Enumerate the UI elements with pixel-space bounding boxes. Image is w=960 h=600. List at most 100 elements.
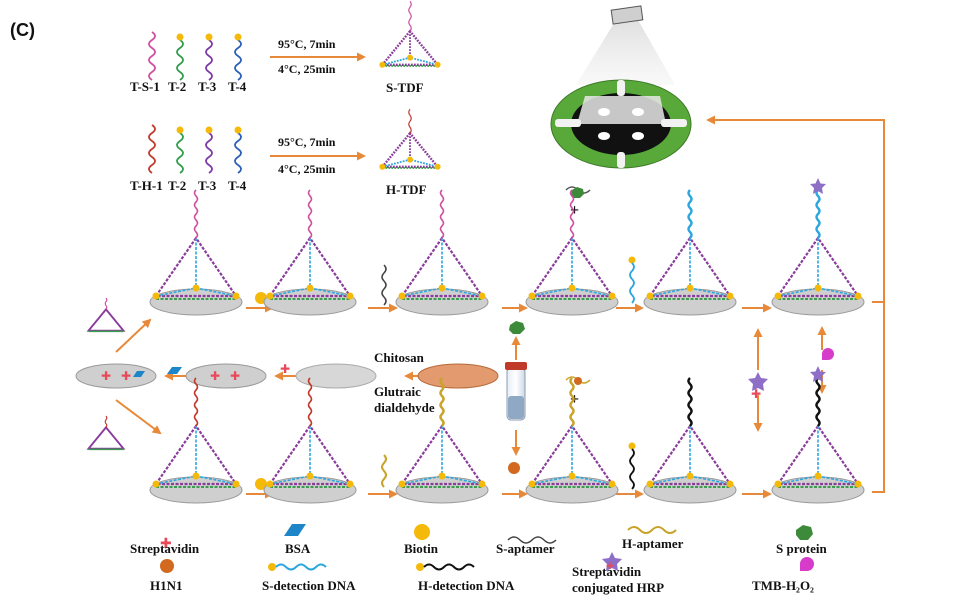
biotin-icon [528, 480, 536, 488]
chip-channel-right [661, 119, 687, 127]
legend-s-aptamer: S-aptamer [496, 541, 555, 556]
legend: ✚ Streptavidin H1N1 BSA S-detection DNA … [130, 524, 827, 595]
strand-t-2 [176, 132, 184, 174]
strand-label-t-4: T-4 [228, 178, 247, 193]
tdf-on-disc-unit [643, 377, 737, 504]
strand-t-3 [205, 39, 213, 81]
strand-t-s-1 [148, 31, 156, 81]
chip-channel-bottom [617, 152, 625, 168]
biotin-icon [854, 292, 862, 300]
s-protein-icon [509, 321, 525, 334]
biotin-icon [152, 292, 160, 300]
biotin-icon [478, 292, 486, 300]
tdf-probe-strand [569, 189, 575, 239]
biotin-icon [646, 292, 654, 300]
streptavidin-icon: ✚ [210, 369, 220, 383]
chip-disc [525, 476, 619, 504]
mini-h-tdf [86, 415, 126, 451]
condition-heat-label: 95°C, 7min [278, 37, 336, 51]
biotin-icon [176, 126, 184, 134]
biotin-icon [192, 284, 200, 292]
streptavidin-hrp-icon [810, 178, 826, 194]
tdf-on-disc-unit [395, 377, 489, 504]
streptavidin-hrp-icon [810, 366, 826, 382]
strand-t-4 [234, 39, 242, 81]
panel-label: (C) [10, 20, 35, 40]
s-aptamer-icon [507, 536, 557, 544]
s-aptamer-icon [381, 264, 387, 306]
biotin-icon [438, 284, 446, 292]
chip-well [598, 108, 610, 116]
tdf-frame [775, 424, 861, 486]
chip-well [598, 132, 610, 140]
biotin-icon [854, 480, 862, 488]
biotin-icon [266, 292, 274, 300]
tdf-probe-strand [687, 377, 693, 427]
strand-label-t-s-1: T-S-1 [130, 79, 160, 94]
tdf-frame [153, 424, 239, 486]
biotin-icon [266, 480, 274, 488]
bsa-icon [167, 367, 182, 374]
biotin-icon [814, 284, 822, 292]
legend-biotin: Biotin [404, 541, 439, 556]
legend-bsa: BSA [285, 541, 311, 556]
biotin-icon [176, 33, 184, 41]
legend-sa-hrp-2: conjugated HRP [572, 580, 664, 595]
tdf-probe-strand [307, 377, 313, 427]
tdf-probe-strand [439, 189, 445, 239]
condition-cool-label: 4°C, 25min [278, 162, 336, 176]
tdf-probe-strand [569, 377, 575, 427]
streptavidin-icon: ✚ [606, 561, 614, 571]
start-disc: ✚ ✚ [75, 363, 157, 389]
biotin-icon [152, 480, 160, 488]
legend-h1n1: H1N1 [150, 578, 183, 593]
streptavidin-icon: ✚ [160, 535, 172, 551]
chip-well [632, 108, 644, 116]
streptavidin-icon: ✚ [121, 369, 131, 383]
biotin-icon [398, 292, 406, 300]
legend-sa-hrp-1: Streptavidin [572, 564, 642, 579]
chip-disc [643, 476, 737, 504]
arrow-h-return [872, 300, 885, 493]
tmb-icon [800, 557, 814, 571]
s-tdf-assembly: T-S-1 T-2 T-3 T-4 95°C, 7min 4°C, 25min … [130, 0, 441, 95]
bsa-icon [284, 524, 306, 536]
biotin-icon [438, 472, 446, 480]
biotin-icon [232, 480, 240, 488]
biotin-icon [346, 292, 354, 300]
tdf-on-disc-unit [149, 189, 243, 316]
tdf-frame [153, 236, 239, 298]
condition-cool-label: 4°C, 25min [278, 62, 336, 76]
blank-disc [295, 363, 377, 389]
chip-disc [263, 288, 357, 316]
tdf-frame [529, 236, 615, 298]
tdf-on-disc-unit [263, 189, 357, 316]
h-tdf-label: H-TDF [386, 182, 427, 197]
mini-s-tdf [86, 297, 126, 333]
tdf-on-disc-unit [771, 178, 865, 316]
tdf-frame [647, 424, 733, 486]
detection-chip [550, 5, 692, 169]
h-tdf-assembly: T-H-1 T-2 T-3 T-4 95°C, 7min 4°C, 25min … [130, 108, 441, 197]
biotin-icon [398, 480, 406, 488]
s-tdf-label: S-TDF [386, 80, 424, 95]
tdf-frame [399, 424, 485, 486]
tdf-on-disc-unit [525, 377, 619, 504]
biotin-icon [568, 284, 576, 292]
chip-channel-left [555, 119, 581, 127]
s-protein-icon [796, 525, 813, 540]
legend-s-detection-dna: S-detection DNA [262, 578, 356, 593]
tdf-frame [399, 236, 485, 298]
tdf-probe-strand [193, 377, 199, 427]
tdf-probe-strand [439, 377, 445, 427]
strand-t-3 [205, 132, 213, 174]
biotin-icon [268, 563, 276, 571]
chip-disc [643, 288, 737, 316]
streptavidin-icon: ✚ [751, 387, 761, 401]
biotin-icon [628, 256, 636, 264]
strand-label-t-h-1: T-H-1 [130, 178, 163, 193]
tdf-on-disc-unit [525, 189, 619, 316]
strand-t-h-1 [148, 124, 156, 174]
detector-icon [610, 5, 644, 25]
biotin-icon [814, 472, 822, 480]
